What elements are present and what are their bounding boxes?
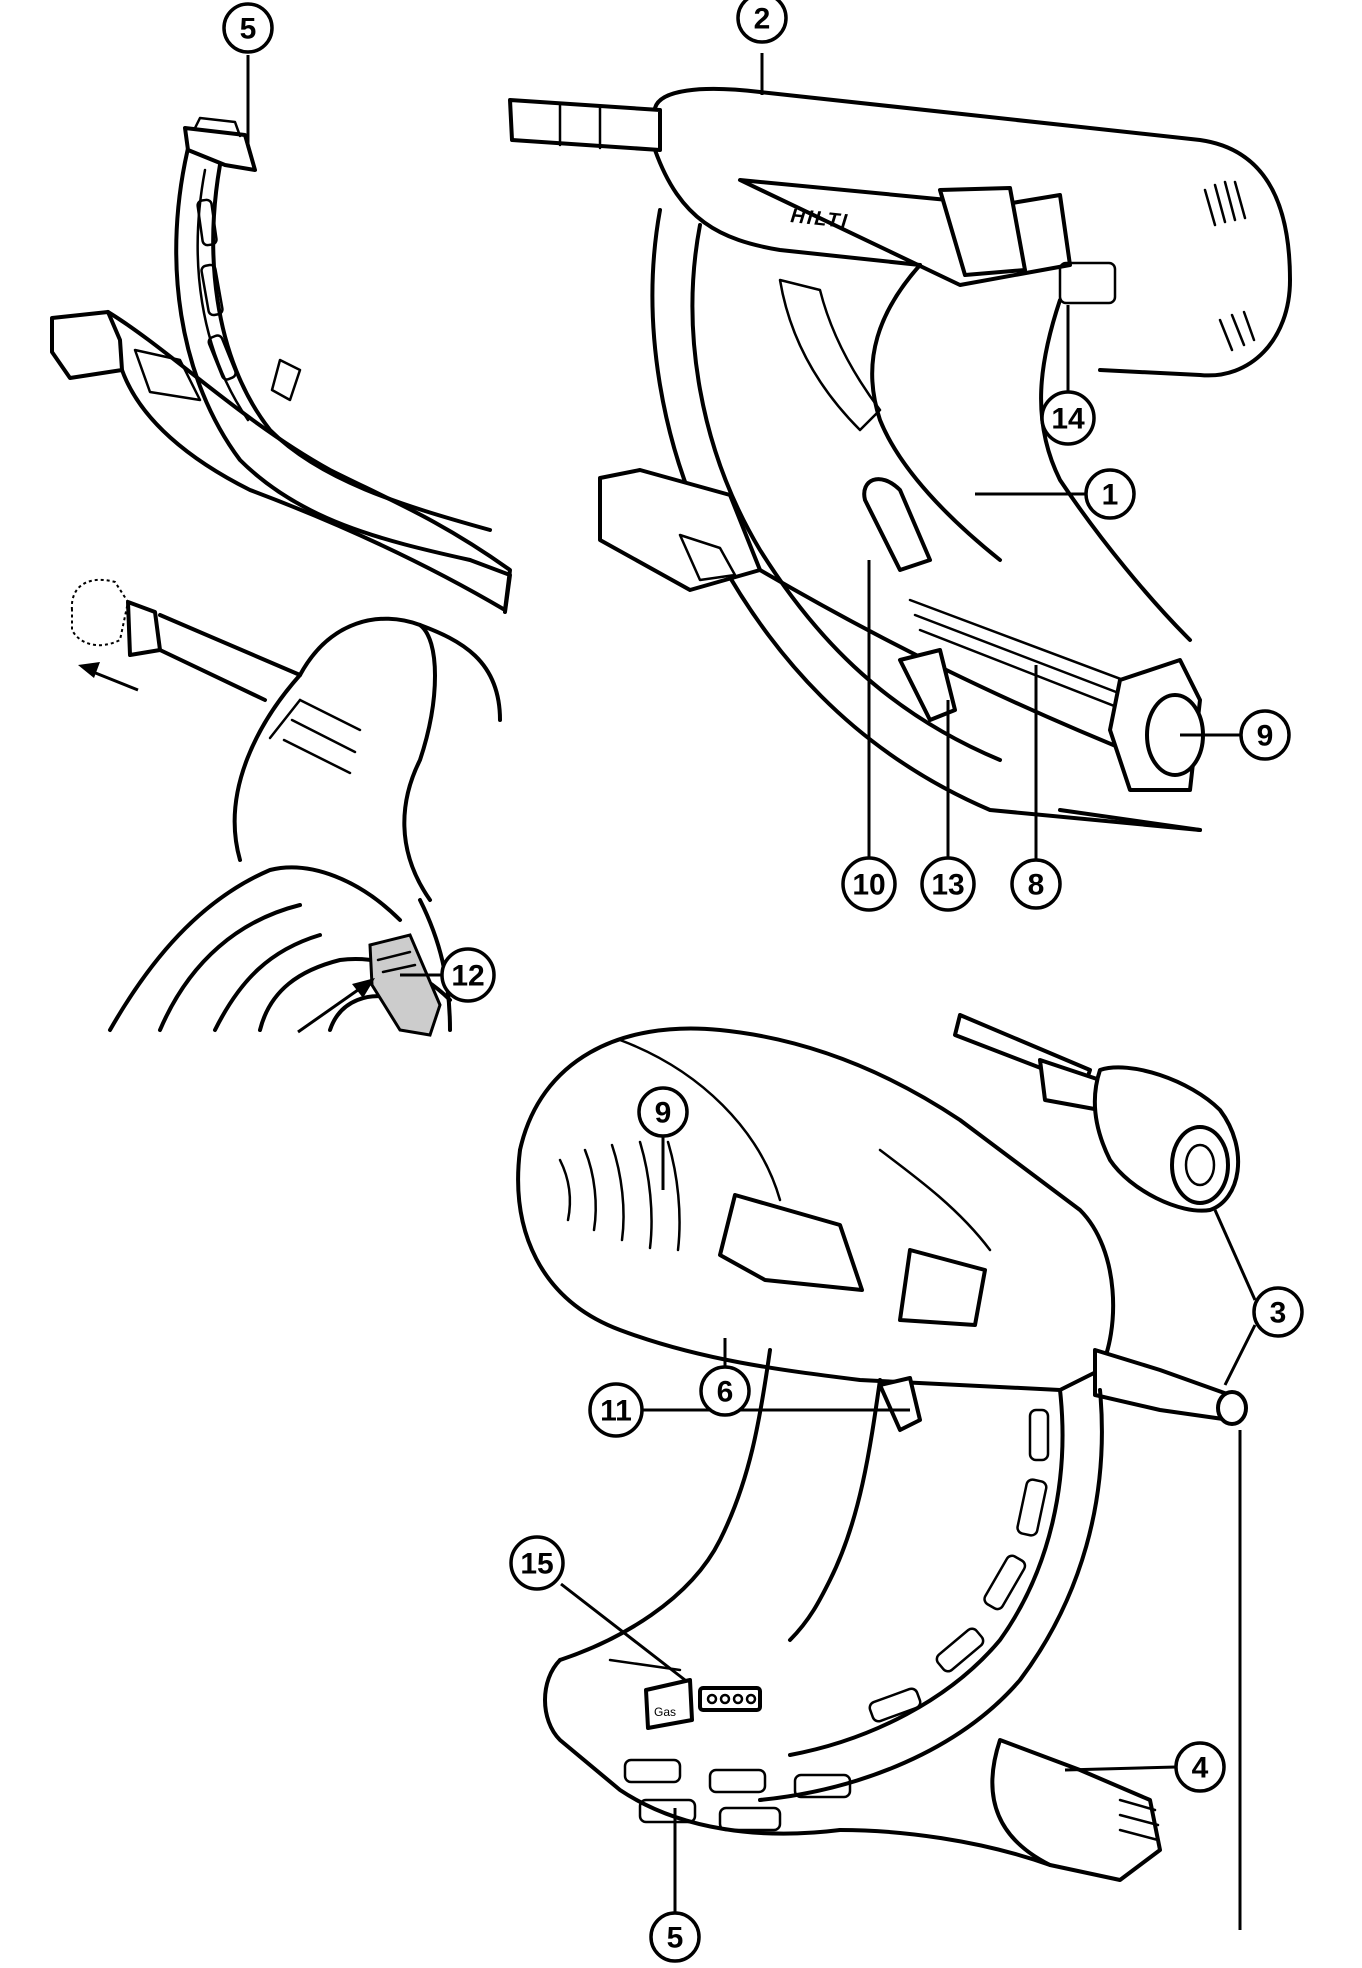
svg-text:10: 10	[852, 869, 885, 902]
svg-text:15: 15	[520, 1548, 553, 1581]
callout-13: 13	[920, 856, 976, 912]
svg-text:4: 4	[1192, 1752, 1209, 1785]
tool-rear-view: Gas	[516, 1013, 1248, 1882]
svg-text:12: 12	[451, 960, 484, 993]
callout-15: 15	[509, 1535, 565, 1591]
callout-10: 10	[841, 856, 897, 912]
svg-text:2: 2	[754, 3, 771, 36]
callout-6: 6	[699, 1365, 751, 1417]
callout-4: 4	[1174, 1741, 1226, 1793]
brand-logo: HILTI	[789, 205, 849, 233]
gas-label: Gas	[654, 1705, 676, 1719]
svg-text:14: 14	[1051, 403, 1085, 436]
svg-text:1: 1	[1102, 479, 1119, 512]
leader-lines	[246, 53, 1257, 1930]
svg-text:13: 13	[931, 869, 964, 902]
callout-11: 11	[588, 1382, 644, 1438]
callout-12: 12	[440, 947, 496, 1003]
svg-text:3: 3	[1270, 1297, 1287, 1330]
svg-text:8: 8	[1028, 869, 1045, 902]
callout-7: 8	[1010, 858, 1062, 910]
cap-removal-detail	[70, 578, 502, 1037]
tool-side-view: HILTI	[508, 86, 1292, 832]
callout-9: 9	[637, 1086, 689, 1138]
svg-text:9: 9	[1257, 720, 1274, 753]
callout-1: 1	[1084, 468, 1136, 520]
svg-text:9: 9	[655, 1097, 672, 1130]
callout-14: 14	[1040, 390, 1096, 446]
svg-text:11: 11	[600, 1395, 632, 1428]
magazine-detail	[50, 116, 512, 614]
callout-3: 3	[1252, 1286, 1304, 1338]
svg-text:5: 5	[240, 13, 257, 46]
callout-5-top: 5	[222, 2, 274, 54]
svg-text:6: 6	[717, 1376, 734, 1409]
callout-5-bottom: 5	[649, 1911, 701, 1963]
callout-8: 9	[1239, 709, 1291, 761]
svg-text:5: 5	[667, 1922, 684, 1955]
callout-2: 2	[736, 0, 788, 44]
